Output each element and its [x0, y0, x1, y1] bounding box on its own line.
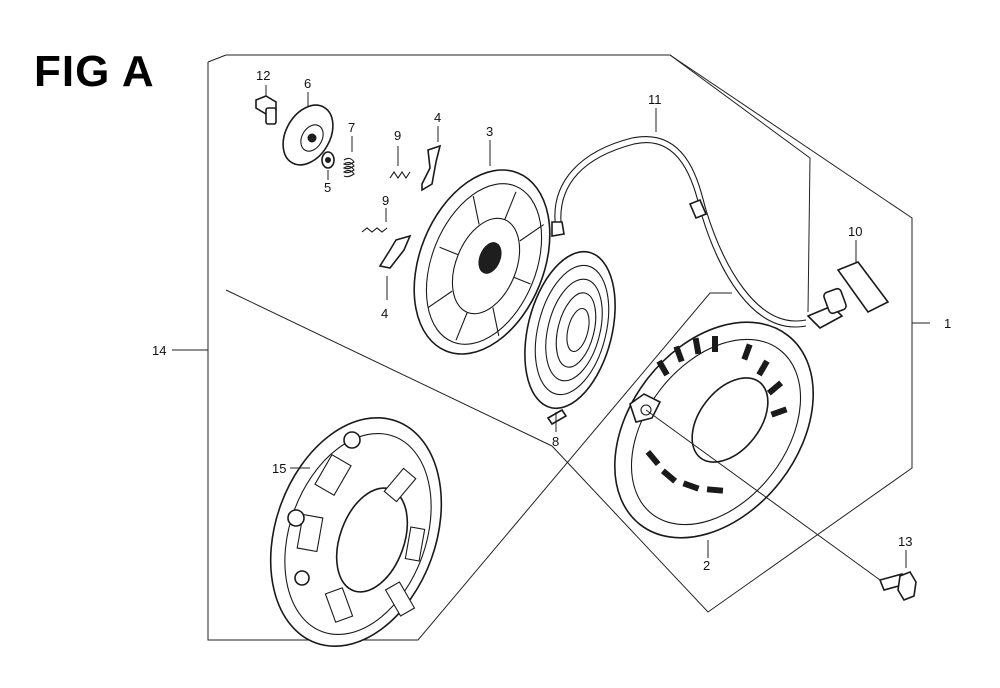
part-2-housing	[614, 321, 814, 558]
figure-title: FIG A	[34, 47, 155, 96]
callout-5: 5	[324, 180, 331, 195]
callout-9a: 9	[394, 128, 401, 143]
part-8-recoil-spring	[524, 250, 616, 432]
part-9-spring-lower	[361, 208, 388, 233]
part-11-rope	[551, 108, 807, 328]
callout-9b: 9	[382, 193, 389, 208]
part-5-washer	[321, 151, 335, 180]
callout-2: 2	[703, 558, 710, 573]
part-13-bolt	[878, 550, 917, 601]
assembly-outline-1	[225, 54, 930, 613]
part-9-spring-upper	[389, 146, 411, 179]
callout-11: 11	[648, 92, 662, 107]
part-15-shroud	[269, 416, 443, 648]
callout-14: 14	[152, 343, 166, 358]
callout-10: 10	[848, 224, 862, 239]
callout-15: 15	[272, 461, 286, 476]
part-3-reel	[413, 140, 551, 355]
part-10-handle	[806, 240, 890, 329]
callout-13: 13	[898, 534, 912, 549]
callout-8: 8	[552, 434, 559, 449]
part-4-pawl-lower	[378, 234, 412, 300]
callout-1: 1	[944, 316, 951, 331]
callout-12: 12	[256, 68, 270, 83]
callout-labels: 1 2 3 4 4 5 6 7 8 9 9 10 11 12 13 14 15	[152, 68, 951, 573]
part-6-ratchet	[282, 92, 334, 166]
part-7-spring	[342, 136, 355, 178]
part-4-pawl-upper	[421, 126, 442, 192]
leader-13	[645, 409, 881, 581]
callout-7: 7	[348, 120, 355, 135]
callout-4b: 4	[381, 306, 388, 321]
callout-6: 6	[304, 76, 311, 91]
callout-3: 3	[486, 124, 493, 139]
part-12-bolt	[255, 85, 277, 125]
assembly-outline-14	[207, 54, 811, 641]
callout-4a: 4	[434, 110, 441, 125]
